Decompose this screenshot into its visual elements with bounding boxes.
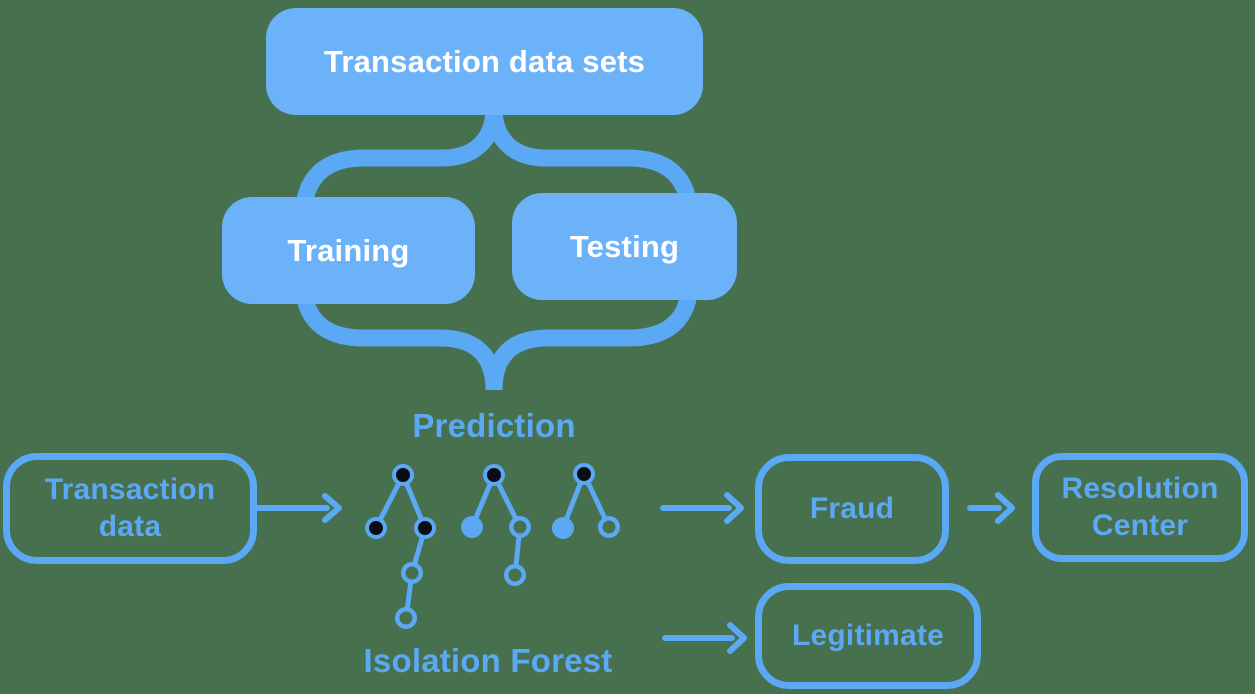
legitimate-box: Legitimate <box>755 583 981 689</box>
tree-3-left-node <box>552 517 574 539</box>
training-box: Training <box>222 197 475 304</box>
transaction-data-box: Transaction data <box>3 453 257 564</box>
flow-arrows <box>254 492 1015 654</box>
isolation-forest-label: Isolation Forest <box>363 642 613 679</box>
transaction-data-sets-box: Transaction data sets <box>266 8 703 115</box>
tree-1-edges <box>373 472 428 621</box>
fraud-box: Fraud <box>755 454 949 564</box>
tree-2-root-node <box>483 464 505 486</box>
tree-2 <box>461 464 531 586</box>
tree-1-leaf-node-1 <box>401 562 423 584</box>
prediction-label: Prediction <box>412 407 576 444</box>
resolution-center-box: Resolution Center <box>1032 453 1248 562</box>
isolation-forest-trees <box>365 463 620 629</box>
arrow-trees-to-fraud <box>660 492 744 524</box>
arrow-fraud-to-resolution <box>967 492 1015 524</box>
transaction-data-sets-label: Transaction data sets <box>323 43 646 79</box>
tree-2-left-node <box>461 516 483 538</box>
fraud-label: Fraud <box>809 491 895 525</box>
tree-3 <box>552 463 620 539</box>
tree-1-right-node <box>414 517 436 539</box>
tree-2-leaf-node <box>504 564 526 586</box>
tree-3-right-node <box>598 516 620 538</box>
tree-1 <box>365 464 436 629</box>
tree-1-leaf-node-2 <box>395 607 417 629</box>
testing-label: Testing <box>569 228 680 264</box>
tree-3-root-node <box>573 463 595 485</box>
tree-1-left-node <box>365 517 387 539</box>
arrow-forest-to-legitimate <box>662 622 747 654</box>
resolution-center-text: Resolution Center <box>1061 471 1219 542</box>
legitimate-label: Legitimate <box>791 618 945 652</box>
tree-1-root-node <box>392 464 414 486</box>
tree-2-right-node <box>509 516 531 538</box>
testing-box: Testing <box>512 193 737 300</box>
arrow-input-to-trees <box>254 493 342 523</box>
training-label: Training <box>287 232 410 268</box>
transaction-data-text: Transaction data <box>44 472 216 543</box>
